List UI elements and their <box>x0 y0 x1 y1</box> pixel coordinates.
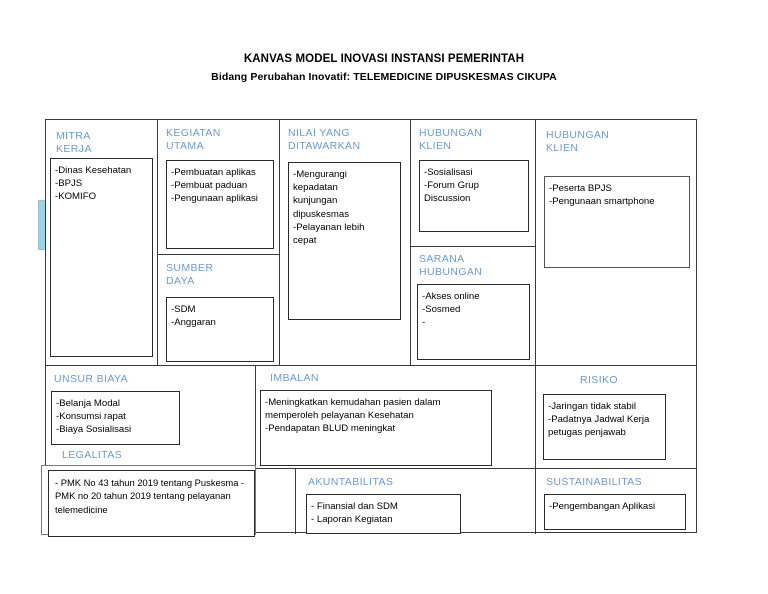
block-imbalan-heading: IMBALAN <box>270 372 319 384</box>
page-subtitle: Bidang Perubahan Inovatif: TELEMEDICINE … <box>211 71 557 83</box>
sumber-daya-list: -SDM -Anggaran <box>171 304 216 329</box>
block-unsur-biaya-content[interactable]: -Belanja Modal -Konsumsi rapat -Biaya So… <box>51 391 180 445</box>
imbalan-list: -Meningkatkan kemudahan pasien dalam mem… <box>265 397 441 435</box>
sustainabilitas-list: -Pengembangan Aplikasi <box>549 501 656 512</box>
kegiatan-utama-list: -Pembuatan aplikas -Pembuat paduan -Peng… <box>171 167 258 205</box>
block-hubungan-klien[interactable]: HUBUNGAN KLIEN -Sosialisasi -Forum Grup … <box>411 120 536 246</box>
block-hubungan-klien-heading: HUBUNGAN KLIEN <box>419 127 483 152</box>
block-kegiatan-utama[interactable]: KEGIATAN UTAMA -Pembuatan aplikas -Pembu… <box>158 120 280 254</box>
block-hubungan-klien-2[interactable]: HUBUNGAN KLIEN -Peserta BPJS -Pengunaan … <box>536 120 698 365</box>
block-sarana-hubungan[interactable]: SARANA HUBUNGAN -Akses online -Sosmed - <box>411 246 536 365</box>
block-sumber-daya-content[interactable]: -SDM -Anggaran <box>166 297 274 362</box>
sarana-hubungan-list: -Akses online -Sosmed - <box>422 291 480 329</box>
block-akuntabilitas-heading: AKUNTABILITAS <box>308 476 394 488</box>
block-hubungan-klien-content[interactable]: -Sosialisasi -Forum Grup Discussion <box>419 160 529 232</box>
block-mitra-kerja-heading: MITRA KERJA <box>56 130 92 155</box>
block-hubungan-klien-2-content[interactable]: -Peserta BPJS -Pengunaan smartphone <box>544 176 690 268</box>
block-mitra-kerja[interactable]: MITRA KERJA -Dinas Kesehatan -BPJS -KOMI… <box>46 120 158 365</box>
row-divider-1 <box>46 365 696 366</box>
block-nilai-yang-ditawarkan[interactable]: NILAI YANG DITAWARKAN -Mengurangi kepada… <box>280 120 411 365</box>
unsur-biaya-list: -Belanja Modal -Konsumsi rapat -Biaya So… <box>56 398 132 436</box>
akuntabilitas-list: - Finansial dan SDM - Laporan Kegiatan <box>311 501 398 526</box>
block-nilai-heading: NILAI YANG DITAWARKAN <box>288 127 361 152</box>
block-imbalan-content[interactable]: -Meningkatkan kemudahan pasien dalam mem… <box>260 390 492 466</box>
block-risiko[interactable]: RISIKO -Jaringan tidak stabil -Padatnya … <box>536 365 698 468</box>
block-imbalan[interactable]: IMBALAN -Meningkatkan kemudahan pasien d… <box>256 365 536 468</box>
block-sarana-hubungan-heading: SARANA HUBUNGAN <box>419 253 483 278</box>
block-mitra-kerja-content[interactable]: -Dinas Kesehatan -BPJS -KOMIFO <box>50 158 153 357</box>
block-risiko-content[interactable]: -Jaringan tidak stabil -Padatnya Jadwal … <box>543 394 666 460</box>
block-kegiatan-utama-heading: KEGIATAN UTAMA <box>166 127 221 152</box>
block-sumber-daya-heading: SUMBER DAYA <box>166 262 214 287</box>
block-sustainabilitas-content[interactable]: -Pengembangan Aplikasi <box>544 494 686 530</box>
business-model-canvas: MITRA KERJA -Dinas Kesehatan -BPJS -KOMI… <box>45 119 698 534</box>
block-legalitas[interactable] <box>46 468 296 534</box>
page-title: KANVAS MODEL INOVASI INSTANSI PEMERINTAH <box>243 53 525 65</box>
block-sumber-daya[interactable]: SUMBER DAYA -SDM -Anggaran <box>158 254 280 365</box>
risiko-list: -Jaringan tidak stabil -Padatnya Jadwal … <box>548 401 650 439</box>
block-nilai-content[interactable]: -Mengurangi kepadatan kunjungan dipuskes… <box>288 162 401 320</box>
block-unsur-biaya[interactable]: UNSUR BIAYA -Belanja Modal -Konsumsi rap… <box>46 365 256 468</box>
block-sustainabilitas[interactable]: SUSTAINABILITAS -Pengembangan Aplikasi <box>536 468 698 534</box>
block-hubungan-klien-2-heading: HUBUNGAN KLIEN <box>546 129 610 154</box>
block-akuntabilitas-content[interactable]: - Finansial dan SDM - Laporan Kegiatan <box>306 494 461 534</box>
block-legalitas-heading: LEGALITAS <box>62 449 123 461</box>
row-divider-2 <box>46 468 696 469</box>
block-akuntabilitas[interactable]: AKUNTABILITAS - Finansial dan SDM - Lapo… <box>296 468 536 534</box>
block-sustainabilitas-heading: SUSTAINABILITAS <box>546 476 643 488</box>
legalitas-list: - PMK No 43 tahun 2019 tentang Puskesma … <box>55 477 245 515</box>
block-unsur-biaya-heading: UNSUR BIAYA <box>54 373 129 385</box>
nilai-list: -Mengurangi kepadatan kunjungan dipuskes… <box>293 169 365 247</box>
block-kegiatan-utama-content[interactable]: -Pembuatan aplikas -Pembuat paduan -Peng… <box>166 160 274 249</box>
hubungan-klien-2-list: -Peserta BPJS -Pengunaan smartphone <box>549 183 655 208</box>
hubungan-klien-list: -Sosialisasi -Forum Grup Discussion <box>424 167 479 205</box>
mitra-kerja-list: -Dinas Kesehatan -BPJS -KOMIFO <box>55 165 132 203</box>
block-risiko-heading: RISIKO <box>580 374 618 386</box>
block-sarana-hubungan-content[interactable]: -Akses online -Sosmed - <box>417 284 530 360</box>
block-legalitas-content[interactable]: - PMK No 43 tahun 2019 tentang Puskesma … <box>48 470 255 537</box>
